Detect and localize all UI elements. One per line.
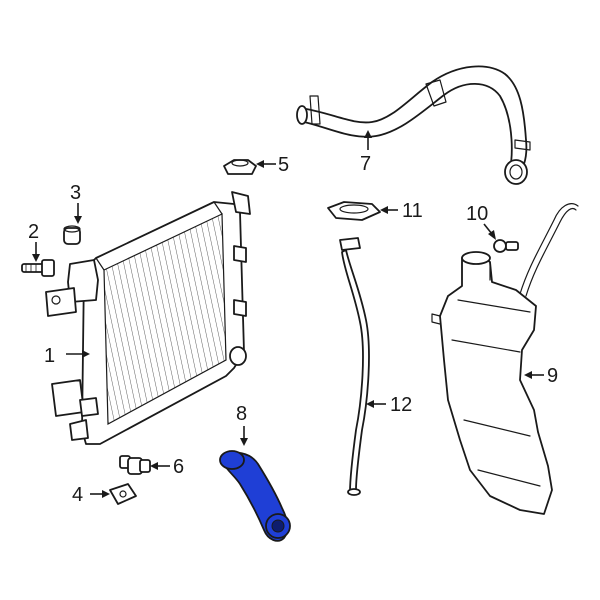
label-part-11: 11 (402, 200, 423, 222)
label-part-3: 3 (70, 182, 81, 204)
label-part-4: 4 (72, 484, 83, 506)
callout-arrows (32, 130, 544, 498)
label-part-5: 5 (278, 154, 289, 176)
lower-hose-highlighted (219, 450, 291, 542)
label-part-12: 12 (390, 394, 412, 416)
cap-bracket (223, 159, 257, 175)
overflow-tube (339, 237, 370, 496)
rubber-bushing (63, 225, 81, 245)
label-part-1: 1 (44, 345, 55, 367)
upper-hose-end (504, 159, 528, 185)
bleeder-plug (119, 455, 151, 475)
label-part-8: 8 (236, 403, 247, 425)
coolant-reservoir (431, 203, 579, 515)
callout-labels: 1 2 3 4 5 6 7 8 9 10 11 12 (28, 153, 558, 506)
label-part-10: 10 (466, 203, 488, 225)
upper-hose (296, 65, 531, 185)
label-part-2: 2 (28, 221, 39, 243)
reservoir-bolt (493, 239, 519, 253)
label-part-7: 7 (360, 153, 371, 175)
reservoir-cap (327, 201, 381, 221)
radiator (45, 191, 251, 445)
bolt (21, 259, 55, 277)
label-part-6: 6 (173, 456, 184, 478)
label-part-9: 9 (547, 365, 558, 387)
nut-clip (109, 483, 137, 505)
